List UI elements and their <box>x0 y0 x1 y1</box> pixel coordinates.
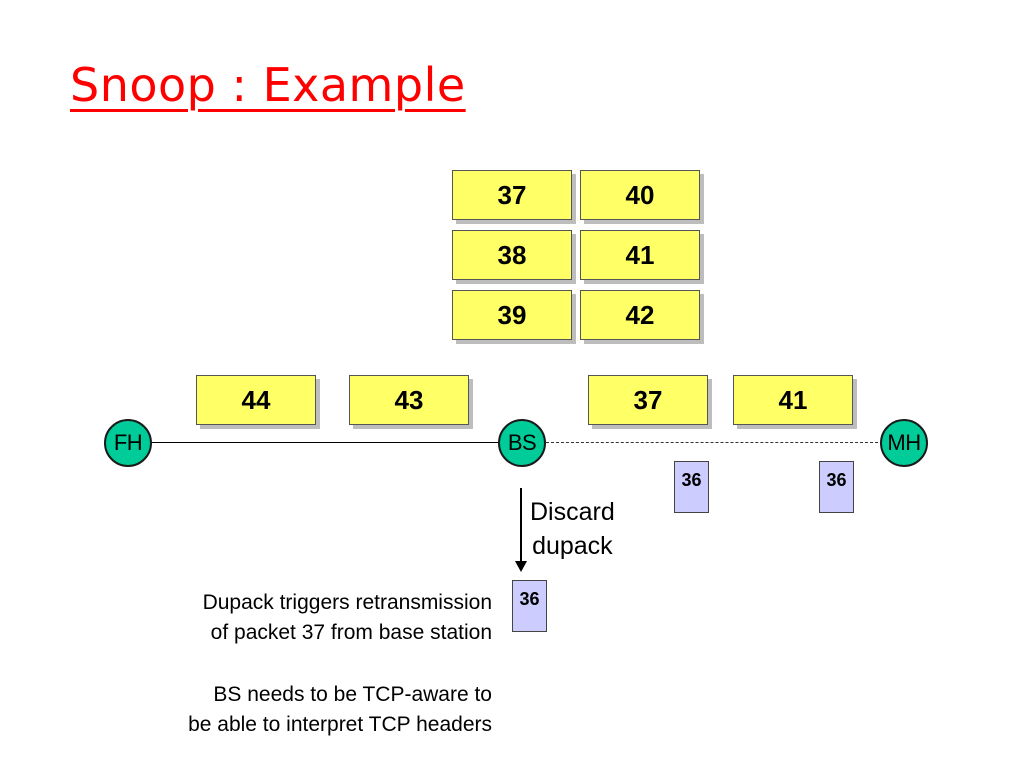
wired-link <box>150 442 498 443</box>
discard-label-line: Discard <box>530 498 615 526</box>
wireless-link <box>546 442 878 443</box>
base-station-node: BS <box>498 419 546 467</box>
buffer-packet: 40 <box>580 170 700 220</box>
note-line: of packet 37 from base station <box>210 621 492 644</box>
note-line: BS needs to be TCP-aware to <box>213 683 492 706</box>
buffer-packet: 38 <box>452 230 572 280</box>
discard-label: Discard dupack <box>530 495 615 563</box>
down-arrow-icon <box>515 561 527 572</box>
buffer-packet: 37 <box>452 170 572 220</box>
discarded-ack: 36 <box>512 580 547 632</box>
tcp-aware-note: BS needs to be TCP-aware to be able to i… <box>188 680 492 740</box>
wireless-packet: 41 <box>733 375 853 425</box>
buffer-packet: 42 <box>580 290 700 340</box>
discard-label-line: dupack <box>532 532 613 560</box>
wireless-ack: 36 <box>674 461 709 513</box>
buffer-packet: 39 <box>452 290 572 340</box>
wired-packet: 43 <box>349 375 469 425</box>
discard-arrow-shaft <box>520 488 522 562</box>
buffer-packet: 41 <box>580 230 700 280</box>
wireless-ack: 36 <box>819 461 854 513</box>
note-line: be able to interpret TCP headers <box>188 713 492 736</box>
mobile-host-node: MH <box>880 419 928 467</box>
slide-title: Snoop : Example <box>70 58 466 112</box>
wireless-packet: 37 <box>588 375 708 425</box>
note-line: Dupack triggers retransmission <box>202 591 492 614</box>
wired-packet: 44 <box>196 375 316 425</box>
retransmission-note: Dupack triggers retransmission of packet… <box>203 588 492 648</box>
fixed-host-node: FH <box>104 419 152 467</box>
